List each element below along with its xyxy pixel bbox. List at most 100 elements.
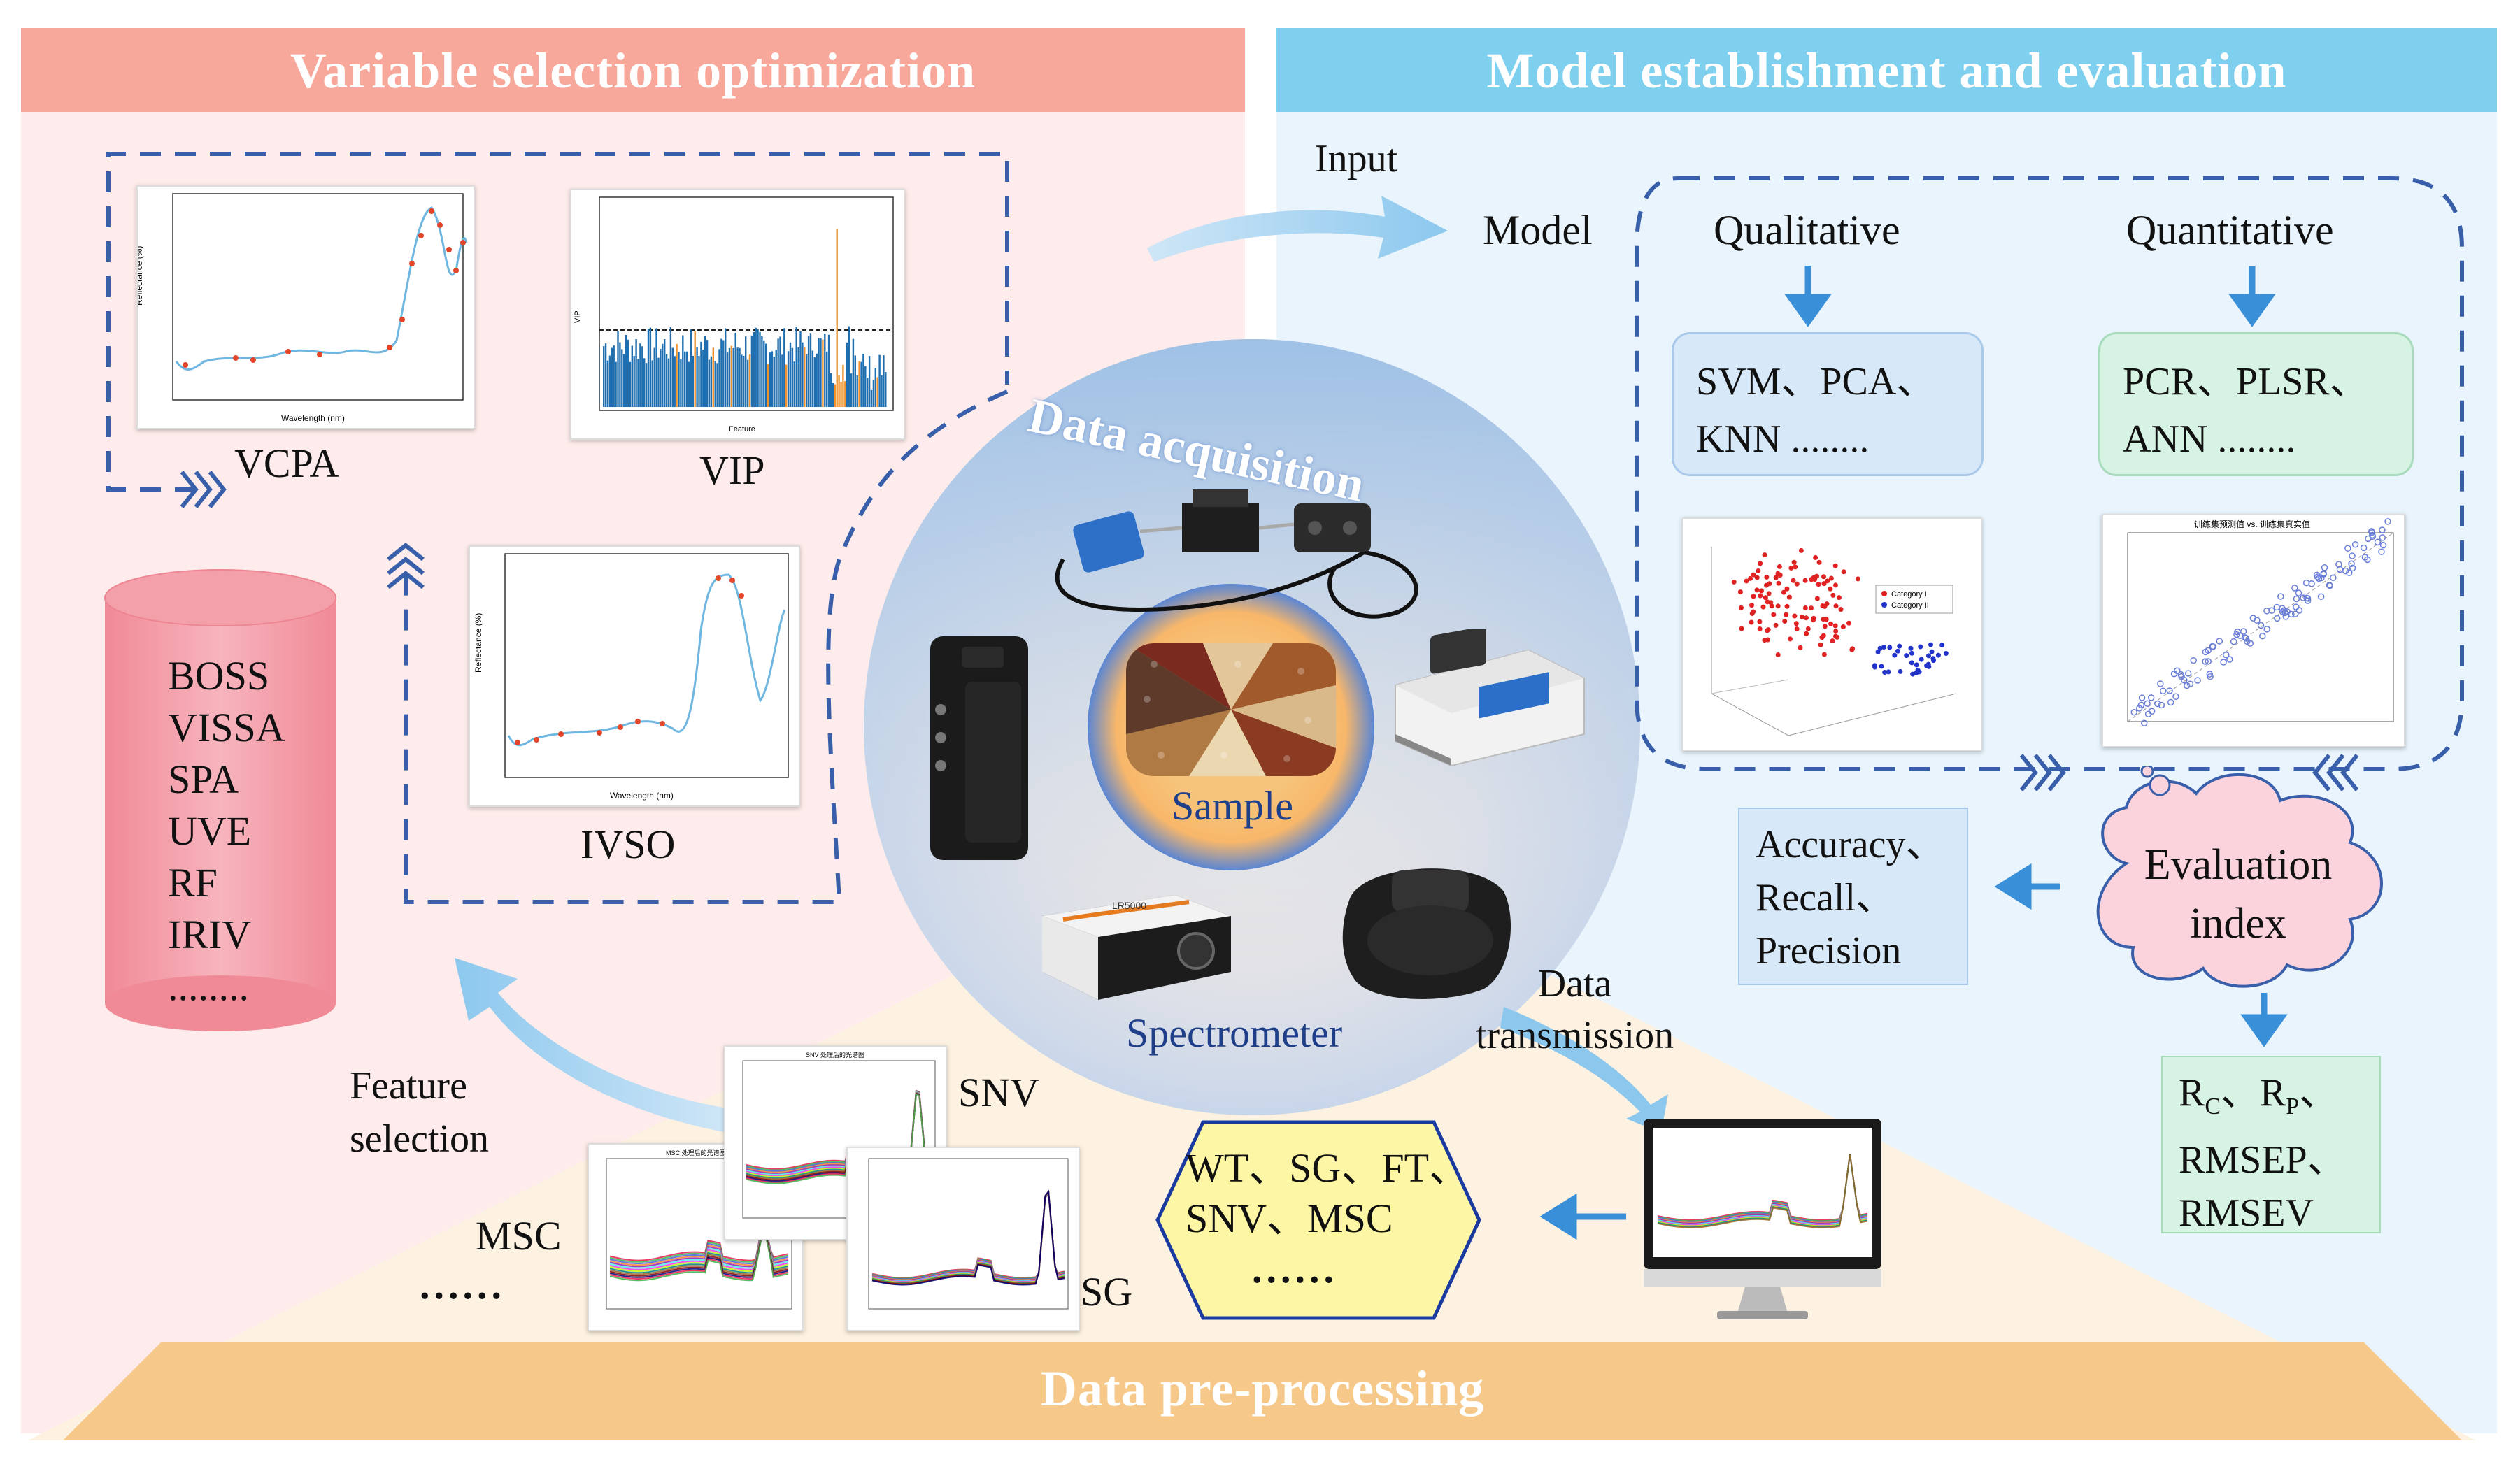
model-label: Model bbox=[1483, 207, 1593, 253]
method-item: VISSA bbox=[168, 705, 285, 750]
vip-bar bbox=[615, 361, 617, 407]
vip-bar bbox=[838, 375, 840, 407]
regression-point bbox=[2207, 673, 2214, 680]
scatter-point bbox=[1792, 613, 1798, 619]
vip-bar bbox=[708, 359, 711, 407]
scatter-point bbox=[1794, 581, 1800, 587]
vip-bar bbox=[759, 331, 761, 407]
vip-bar bbox=[885, 372, 887, 407]
spectrum-line bbox=[1657, 1154, 1868, 1228]
scatter-point bbox=[1879, 664, 1884, 669]
regression-point bbox=[2317, 593, 2325, 601]
vip-bar bbox=[664, 339, 666, 407]
regression-point bbox=[2240, 628, 2247, 635]
scatter-point bbox=[1751, 572, 1756, 578]
vip-bar bbox=[868, 356, 871, 407]
vip-bar bbox=[718, 349, 720, 407]
scatter-point bbox=[1930, 656, 1936, 661]
scatter-point bbox=[1784, 586, 1790, 592]
vip-bar bbox=[874, 367, 876, 407]
vip-bar bbox=[799, 331, 802, 407]
regression-point bbox=[2364, 556, 2371, 564]
regression-point bbox=[2379, 526, 2386, 533]
vip-bar bbox=[625, 335, 627, 407]
regression-point bbox=[2369, 533, 2377, 540]
regression-point bbox=[2205, 658, 2212, 665]
regression-point bbox=[2226, 656, 2233, 663]
scatter-point bbox=[1793, 564, 1798, 570]
vip-bar bbox=[862, 354, 864, 407]
vip-bar bbox=[678, 352, 680, 407]
r-c-sub: C bbox=[2205, 1094, 2221, 1120]
qualitative-methods-box bbox=[1672, 332, 1984, 476]
vip-bar bbox=[767, 364, 769, 407]
scatter-point bbox=[1943, 650, 1949, 656]
regression-point bbox=[2268, 607, 2275, 614]
vip-bar bbox=[662, 343, 664, 407]
regression-point bbox=[2282, 613, 2289, 620]
regression-point bbox=[2295, 589, 2302, 596]
scatter-point bbox=[1814, 596, 1820, 601]
scatter-point bbox=[1935, 652, 1941, 658]
vip-bar bbox=[791, 347, 794, 407]
regression-point bbox=[2300, 594, 2307, 601]
scatter-point bbox=[1822, 603, 1828, 609]
msc-plot-title: MSC 处理后的光谱图 bbox=[666, 1149, 726, 1156]
scatter-point bbox=[1749, 603, 1755, 608]
regression-point bbox=[2277, 593, 2284, 600]
regression-point bbox=[2302, 579, 2310, 587]
vip-bar bbox=[714, 361, 716, 407]
vip-bar bbox=[647, 329, 650, 407]
vip-bar bbox=[781, 354, 783, 407]
regression-point bbox=[2368, 529, 2375, 536]
vip-bar bbox=[763, 340, 765, 407]
scatter-point bbox=[1808, 605, 1814, 611]
scatter-point bbox=[1828, 621, 1834, 626]
regression-point bbox=[2308, 580, 2315, 587]
vip-bar bbox=[876, 377, 878, 407]
snv-plot-title: SNV 处理后的光谱图 bbox=[806, 1051, 864, 1059]
scatter-point bbox=[1765, 628, 1770, 633]
spectrum-line bbox=[1657, 1154, 1868, 1226]
scatter-point bbox=[1762, 552, 1767, 558]
metric-item: Accuracy、 bbox=[1756, 823, 1945, 866]
scatter-point bbox=[1765, 599, 1770, 605]
vip-bar bbox=[757, 329, 759, 407]
portable-spectrometer-device: LR5000 bbox=[1042, 895, 1231, 1000]
vip-bar bbox=[732, 347, 734, 407]
spectrum-line bbox=[871, 1191, 1065, 1281]
vip-bar bbox=[696, 347, 698, 407]
vip-bar bbox=[603, 346, 605, 407]
scatter-point bbox=[1855, 576, 1860, 582]
scatter-point bbox=[1832, 582, 1838, 588]
regression-point bbox=[2206, 671, 2214, 678]
vip-bar bbox=[832, 382, 834, 407]
qualitative-methods-line: SVM、PCA、 bbox=[1696, 360, 1936, 403]
vip-bar bbox=[822, 339, 824, 407]
vip-bar bbox=[726, 352, 729, 407]
vip-bar bbox=[619, 342, 621, 407]
vip-bar bbox=[736, 347, 739, 407]
scatter-point bbox=[1767, 581, 1772, 587]
vcpa-plot-card: Reflectance (%) Wavelength (nm) bbox=[134, 185, 475, 429]
regression-point bbox=[2135, 705, 2143, 712]
spectrum-line bbox=[871, 1189, 1065, 1286]
scatter-point bbox=[1793, 621, 1799, 626]
regression-point bbox=[2154, 700, 2161, 708]
vip-bar bbox=[795, 327, 797, 407]
snv-plot-card: SNV 处理后的光谱图 bbox=[724, 1045, 947, 1240]
regression-point bbox=[2379, 541, 2387, 549]
vip-bar bbox=[720, 338, 722, 407]
scatter-point bbox=[1756, 568, 1761, 573]
regression-point bbox=[2315, 575, 2323, 582]
vip-bar bbox=[746, 359, 749, 407]
regression-point bbox=[2167, 698, 2174, 706]
scatter-point bbox=[1892, 652, 1898, 658]
vip-bar bbox=[700, 341, 702, 407]
vip-bar bbox=[834, 384, 836, 407]
quantitative-methods-box bbox=[2098, 332, 2414, 476]
grain-sample-image bbox=[1126, 643, 1336, 776]
regression-point bbox=[2141, 719, 2148, 726]
vip-bar bbox=[688, 361, 690, 407]
scatter-point bbox=[1832, 623, 1838, 629]
